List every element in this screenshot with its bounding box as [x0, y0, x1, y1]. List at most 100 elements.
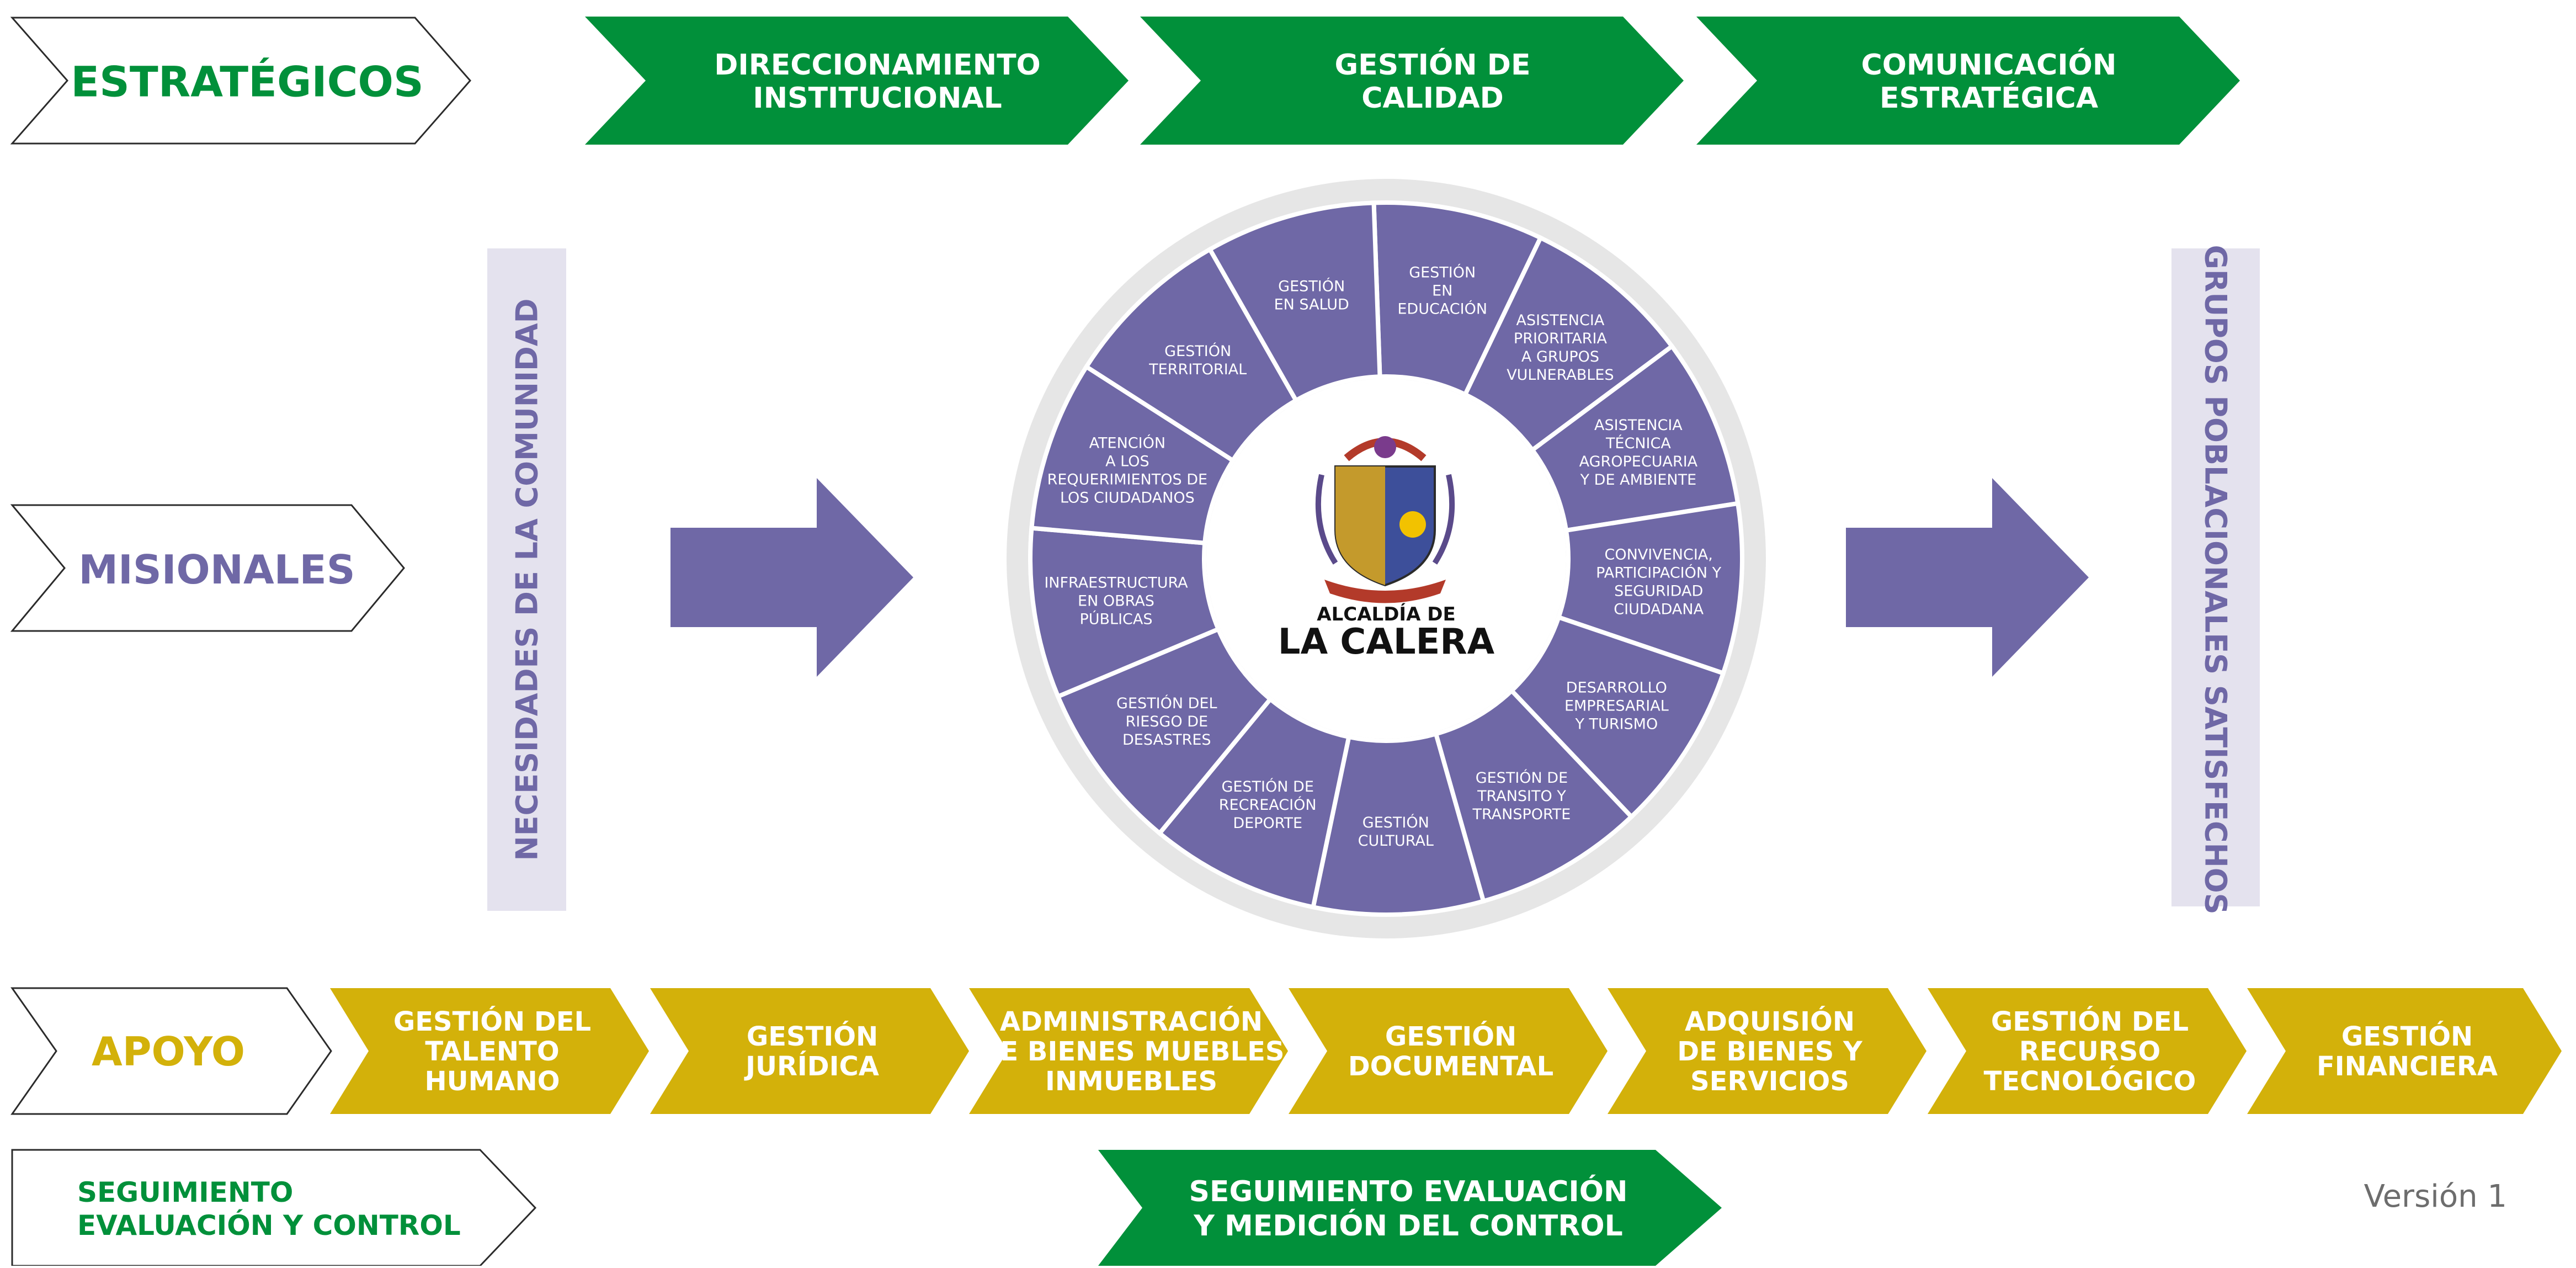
coat-of-arms-icon — [1315, 436, 1455, 603]
seguimiento-label-line: SEGUIMIENTO — [77, 1176, 293, 1208]
estrategicos-item-2 — [1696, 17, 2240, 145]
apoyo-item-2 — [969, 988, 1288, 1114]
estrategicos-item-1 — [1140, 17, 1684, 145]
apoyo-item-4 — [1608, 988, 1926, 1114]
apoyo-item-5 — [1928, 988, 2247, 1114]
wheel-segment-text-11-line: TERRITORIAL — [1148, 361, 1247, 378]
logo-line1-line: ALCALDÍA DE — [1317, 603, 1455, 625]
apoyo-item-1 — [650, 988, 969, 1114]
estrategicos-item-text-1-line: CALIDAD — [1361, 82, 1503, 115]
apoyo-item-text-6-line: FINANCIERA — [2317, 1051, 2498, 1082]
wheel-segment-text-7-line: RECREACIÓN — [1219, 796, 1317, 814]
wheel-segment-text-6-line: GESTIÓN — [1362, 814, 1429, 831]
wheel-segment-text-3-line: CONVIVENCIA, — [1605, 547, 1713, 564]
wheel-segment-text-5-line: GESTIÓN DE — [1476, 769, 1568, 787]
estrategicos-item-text-0-line: DIRECCIONAMIENTO — [714, 49, 1041, 82]
apoyo-item-text-1-line: JURÍDICA — [744, 1051, 879, 1082]
estrategicos-label: ESTRATÉGICOS — [71, 57, 423, 107]
wheel-segment-text-11-line: GESTIÓN — [1164, 342, 1231, 360]
right-arrow-icon — [1846, 478, 2089, 677]
wheel-segment-text-8-line: DESASTRES — [1122, 731, 1211, 749]
wheel-segment-text-2-line: AGROPECUARIA — [1579, 453, 1698, 470]
wheel-segment-text-12-line: GESTIÓN — [1278, 277, 1345, 295]
coat-sun — [1399, 511, 1426, 538]
wheel-segment-text-10-line: ATENCIÓN — [1089, 434, 1165, 452]
wheel-segment-text-0-line: EDUCACIÓN — [1397, 300, 1487, 318]
wheel-segment-text-7-line: DEPORTE — [1233, 815, 1302, 832]
coat-shield-left — [1335, 466, 1385, 585]
necesidades-bar — [487, 248, 566, 911]
right-arrow-icon — [670, 478, 913, 677]
seguimiento-item — [1098, 1150, 1722, 1266]
apoyo-item-text-0-line: TALENTO — [425, 1036, 559, 1067]
estrategicos-item-text-2-line: COMUNICACIÓN — [1861, 47, 2117, 82]
wheel-segment-text-5-line: TRANSPORTE — [1472, 806, 1571, 823]
apoyo-item-text-5-line: RECURSO — [2019, 1036, 2160, 1067]
wheel-segment-12 — [1207, 200, 1382, 404]
apoyo-item-text-0-line: GESTIÓN DEL — [393, 1006, 591, 1037]
apoyo-item-text-2-line: DE BIENES MUEBLES — [978, 1036, 1285, 1067]
seguimiento-label-line: EVALUACIÓN Y CONTROL — [77, 1209, 461, 1242]
estrategicos-item-text-2-line: ESTRATÉGICA — [1880, 81, 2098, 115]
apoyo-label-line: APOYO — [92, 1028, 245, 1075]
misionales-label-shape — [10, 504, 405, 632]
wheel-segment-text-1-line: ASISTENCIA — [1516, 312, 1605, 329]
wheel-segment-text-8-line: RIESGO DE — [1126, 713, 1209, 730]
apoyo-item-text-6-line: GESTIÓN — [2341, 1021, 2473, 1052]
estrategicos-item-text-1-line: GESTIÓN DE — [1335, 47, 1531, 82]
misionales-label-line: MISIONALES — [78, 547, 355, 593]
coat-ribbon — [1324, 580, 1446, 603]
apoyo-item-text-4-line: SERVICIOS — [1690, 1066, 1849, 1097]
estrategicos-label-line: ESTRATÉGICOS — [71, 57, 423, 107]
coat-mantle-right — [1432, 474, 1455, 565]
apoyo-item-text-4-line: DE BIENES Y — [1677, 1036, 1863, 1067]
apoyo-item-text-2-line: ADMINISTRACIÓN — [1000, 1006, 1263, 1037]
apoyo-label: APOYO — [92, 1028, 245, 1075]
grupos-bar — [2171, 248, 2260, 906]
logo-line1: ALCALDÍA DE — [1317, 603, 1455, 625]
coat-top — [1374, 436, 1396, 458]
wheel-segment-text-2-line: TÉCNICA — [1605, 434, 1671, 452]
apoyo-item-text-3-line: GESTIÓN — [1385, 1021, 1516, 1052]
grupos-bar-text: GRUPOS POBLACIONALES SATISFECHOS — [2199, 245, 2233, 914]
wheel-segment-text-3-line: SEGURIDAD — [1614, 583, 1703, 600]
apoyo-item-text-1-line: GESTIÓN — [747, 1021, 878, 1052]
wheel-segment-text-4-line: Y TURISMO — [1574, 716, 1658, 733]
seguimiento-item-text-line: Y MEDICIÓN DEL CONTROL — [1193, 1208, 1623, 1243]
version-label: Versión 1 — [2364, 1179, 2507, 1214]
wheel-segment-text-8-line: GESTIÓN DEL — [1116, 694, 1217, 712]
seguimiento-item-text-line: SEGUIMIENTO EVALUACIÓN — [1189, 1174, 1627, 1208]
apoyo-item-text-5-line: GESTIÓN DEL — [1991, 1006, 2189, 1037]
apoyo-item-6 — [2247, 988, 2562, 1114]
apoyo-item-text-3-line: DOCUMENTAL — [1348, 1051, 1553, 1082]
wheel-segment-text-1-line: VULNERABLES — [1507, 367, 1614, 384]
wheel-segment-text-0-line: EN — [1432, 283, 1452, 300]
apoyo-item-text-2-line: INMUEBLES — [1045, 1066, 1217, 1097]
apoyo-item-text-4-line: ADQUISIÓN — [1685, 1006, 1855, 1037]
wheel-segment-text-3-line: PARTICIPACIÓN Y — [1596, 564, 1721, 582]
apoyo-item-text-0-line: HUMANO — [424, 1066, 560, 1097]
necesidades-bar-text: NECESIDADES DE LA COMUNIDAD — [510, 299, 545, 861]
misionales-label: MISIONALES — [78, 547, 355, 593]
